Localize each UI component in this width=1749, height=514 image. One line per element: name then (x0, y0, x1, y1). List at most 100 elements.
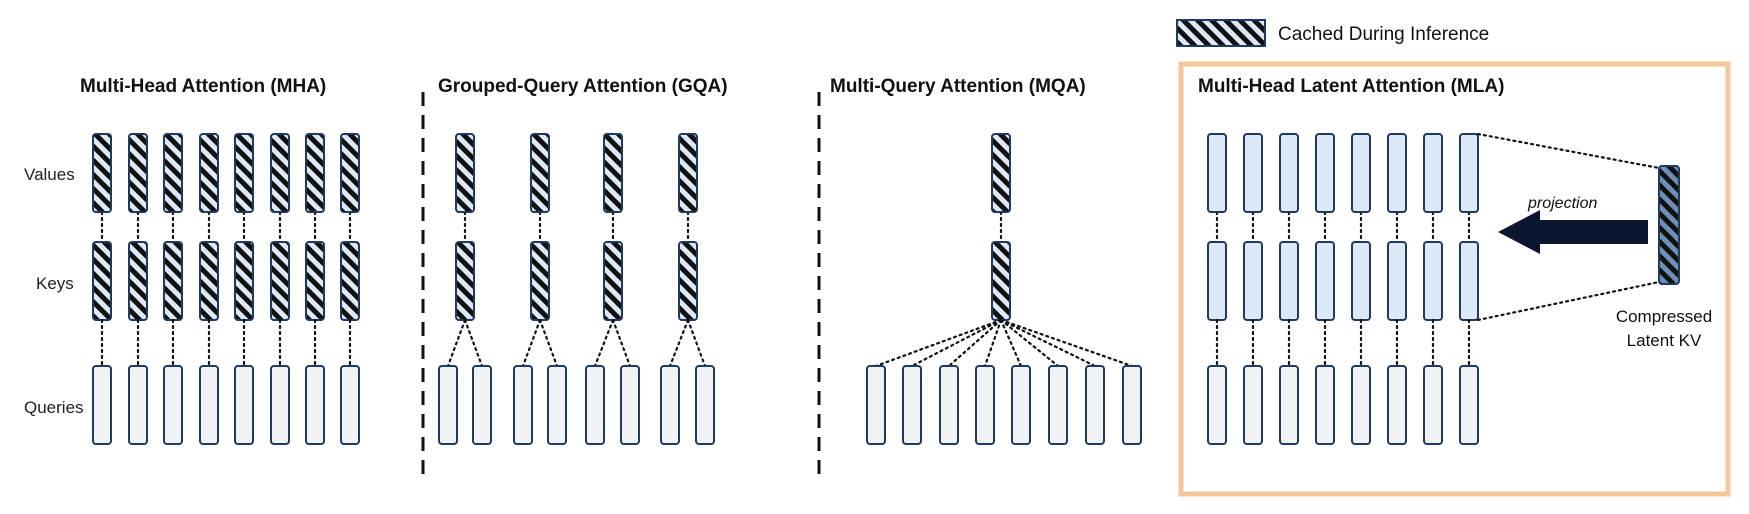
mla-query-head (1279, 365, 1299, 445)
gqa-query-head (660, 365, 680, 445)
mla-query-head (1459, 365, 1479, 445)
mha-value-head (92, 133, 112, 213)
mqa-key-query-link (999, 318, 1060, 368)
mla-value-head (1459, 133, 1479, 213)
mla-projection-top-line (1476, 132, 1661, 170)
mla-value-head (1387, 133, 1407, 213)
mqa-query-head (939, 365, 959, 445)
gqa-key-query-link (538, 318, 559, 368)
mqa-query-head (1048, 365, 1068, 445)
mla-key-head (1279, 241, 1299, 321)
mha-query-head (92, 365, 112, 445)
mha-value-head (163, 133, 183, 213)
gqa-value-head (678, 133, 698, 213)
mla-key-head (1387, 241, 1407, 321)
mha-value-head (199, 133, 219, 213)
mqa-value-head (991, 133, 1011, 213)
mha-key-head (199, 241, 219, 321)
mla-query-head (1351, 365, 1371, 445)
mha-query-head (340, 365, 360, 445)
mha-query-head (163, 365, 183, 445)
legend-hatch-swatch (1176, 19, 1266, 47)
mla-key-head (1207, 241, 1227, 321)
title-gqa: Grouped-Query Attention (GQA) (438, 76, 728, 97)
legend-label: Cached During Inference (1278, 24, 1489, 45)
gqa-key-query-link (593, 318, 615, 368)
mla-key-head (1459, 241, 1479, 321)
mqa-query-head (1085, 365, 1105, 445)
mla-value-head (1423, 133, 1443, 213)
gqa-query-head (472, 365, 492, 445)
gqa-value-head (455, 133, 475, 213)
mla-key-head (1351, 241, 1371, 321)
projection-label: projection (1527, 195, 1597, 212)
mqa-key-query-link (947, 318, 1003, 368)
mqa-key-query-link (999, 318, 1134, 368)
attention-heads (92, 132, 1661, 445)
mha-key-head (270, 241, 290, 321)
mha-key-head (305, 241, 325, 321)
mla-key-head (1315, 241, 1335, 321)
gqa-query-head (547, 365, 567, 445)
gqa-key-query-link (668, 318, 690, 368)
latent-label-line1: Compressed (1616, 307, 1712, 326)
mla-value-head (1315, 133, 1335, 213)
mha-key-head (128, 241, 148, 321)
gqa-value-head (603, 133, 623, 213)
mha-key-head (340, 241, 360, 321)
mla-value-head (1243, 133, 1263, 213)
gqa-query-head (585, 365, 605, 445)
gqa-value-head (530, 133, 550, 213)
mla-query-head (1423, 365, 1443, 445)
mqa-query-head (866, 365, 886, 445)
row-label-queries: Queries (24, 398, 84, 417)
mqa-query-head (902, 365, 922, 445)
mla-key-head (1243, 241, 1263, 321)
mha-key-head (163, 241, 183, 321)
mha-value-head (128, 133, 148, 213)
mha-key-head (234, 241, 254, 321)
gqa-key-query-link (686, 318, 707, 368)
gqa-key-query-link (446, 318, 467, 368)
mqa-key-head (991, 241, 1011, 321)
mha-query-head (199, 365, 219, 445)
title-mha: Multi-Head Attention (MHA) (80, 76, 326, 97)
compressed-latent-kv (1658, 165, 1680, 285)
legend: Cached During Inference (1176, 19, 1489, 47)
mla-projection-bottom-line (1476, 280, 1661, 322)
mla-query-head (1243, 365, 1263, 445)
mha-value-head (270, 133, 290, 213)
mla-projection: projection Compressed Latent KV (1498, 165, 1712, 350)
gqa-query-head (513, 365, 533, 445)
mqa-key-query-link (999, 318, 1097, 368)
gqa-key-head (530, 241, 550, 321)
mha-value-head (305, 133, 325, 213)
gqa-key-head (603, 241, 623, 321)
mha-query-head (305, 365, 325, 445)
mqa-key-query-link (910, 318, 1003, 368)
latent-label-line2: Latent KV (1627, 331, 1702, 350)
projection-arrow (1498, 210, 1648, 254)
gqa-key-query-link (463, 318, 484, 368)
gqa-key-head (455, 241, 475, 321)
gqa-key-query-link (521, 318, 542, 368)
gqa-query-head (438, 365, 458, 445)
mha-query-head (234, 365, 254, 445)
mha-query-head (128, 365, 148, 445)
mqa-query-head (975, 365, 995, 445)
gqa-query-head (620, 365, 640, 445)
row-label-keys: Keys (36, 274, 74, 293)
title-mla: Multi-Head Latent Attention (MLA) (1198, 76, 1504, 97)
mqa-key-query-link (999, 318, 1023, 368)
mha-query-head (270, 365, 290, 445)
mla-value-head (1207, 133, 1227, 213)
mla-key-head (1423, 241, 1443, 321)
mha-value-head (234, 133, 254, 213)
gqa-key-query-link (611, 318, 632, 368)
mha-key-head (92, 241, 112, 321)
gqa-key-head (678, 241, 698, 321)
row-label-values: Values (24, 165, 75, 184)
mla-query-head (1315, 365, 1335, 445)
title-mqa: Multi-Query Attention (MQA) (830, 76, 1086, 97)
